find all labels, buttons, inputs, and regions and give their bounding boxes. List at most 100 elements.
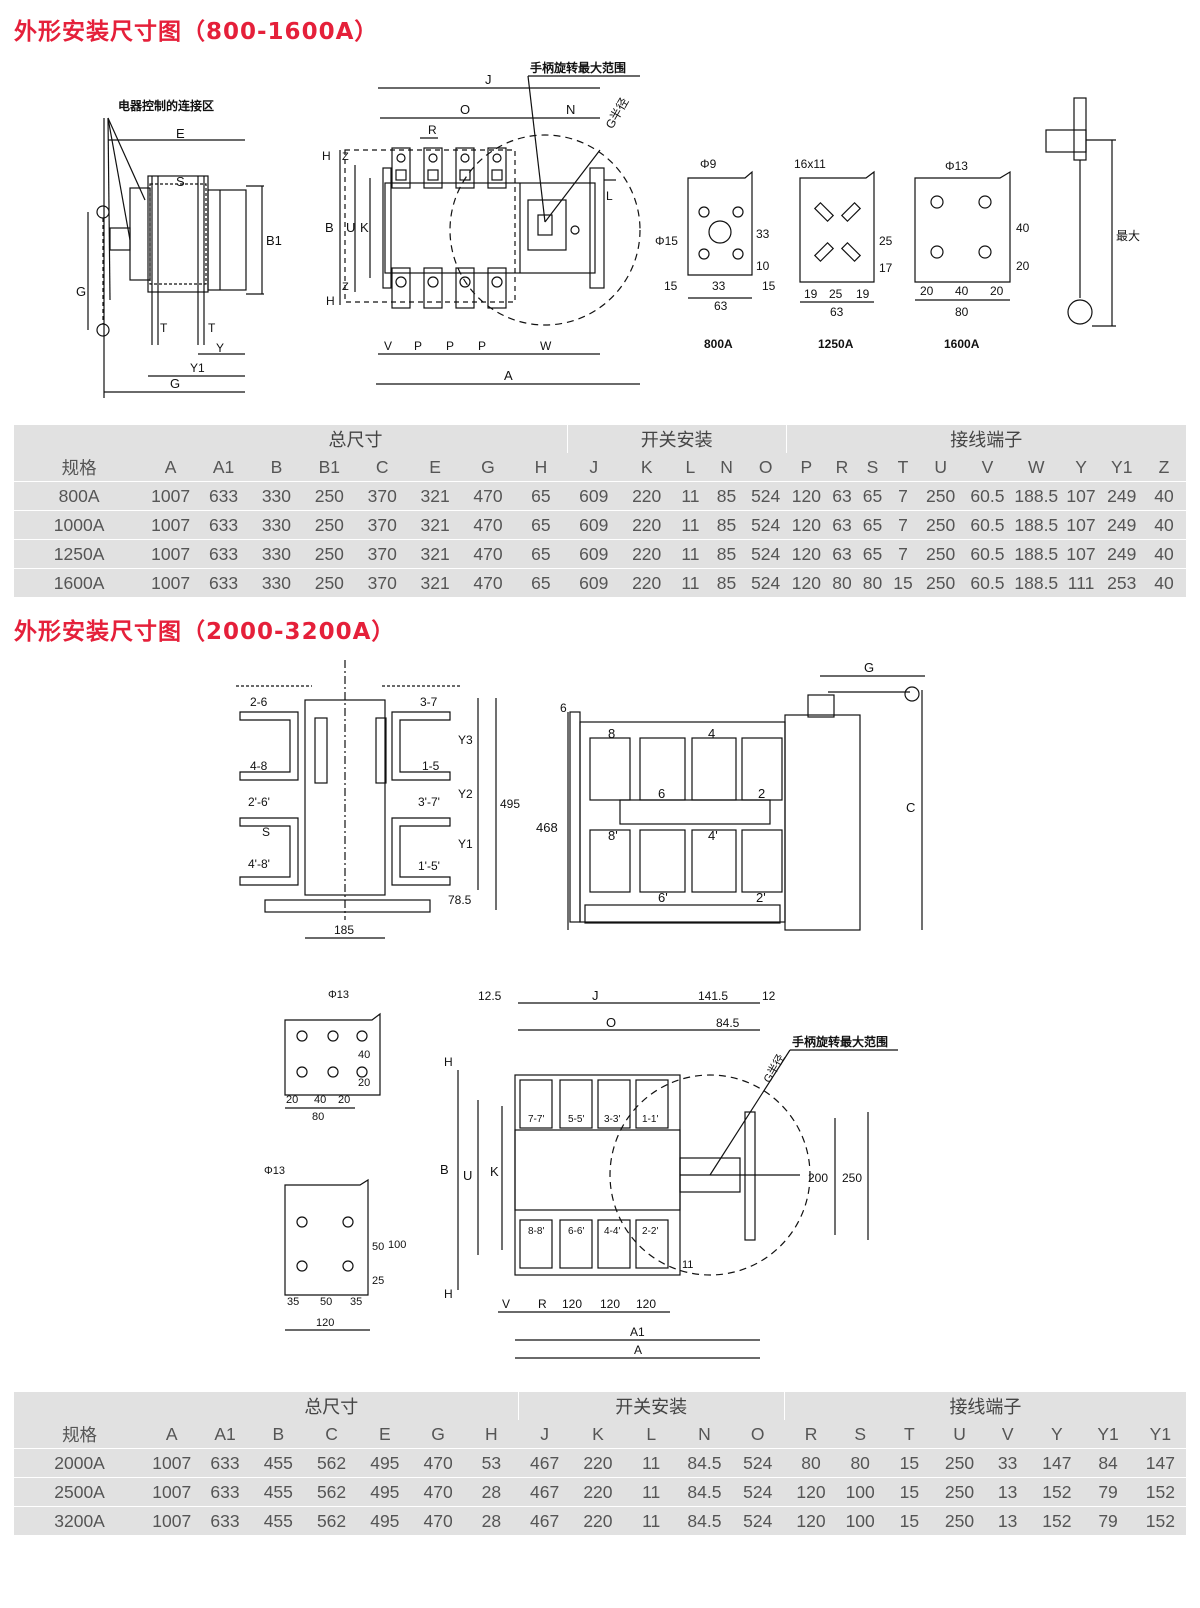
plate-800A-d2: 15: [664, 279, 678, 293]
table-cell: 65: [857, 539, 888, 569]
table-cell: 107: [1060, 510, 1102, 540]
table-cell: 147: [1134, 1448, 1186, 1478]
table-cell: 188.5: [1011, 539, 1061, 569]
table-cell: 84.5: [677, 1477, 732, 1507]
plate-800A-hole: Φ9: [700, 157, 717, 171]
table-cell: 63: [826, 539, 858, 569]
table2-header: R: [804, 1423, 818, 1444]
table2-header: V: [1001, 1423, 1014, 1444]
plate-1600A-d2: 20: [920, 284, 934, 298]
dim-S: S: [176, 174, 185, 189]
plate-2500A-d120: 120: [316, 1317, 334, 1329]
section1-title: 外形安装尺寸图（800-1600A）: [14, 19, 379, 45]
table-cell: 250: [918, 510, 964, 540]
table1-header: Y: [1075, 456, 1087, 477]
table-cell: 28: [464, 1477, 519, 1507]
label-6p: 6': [658, 890, 668, 905]
plate-1600A-d3: 40: [955, 284, 969, 298]
plate-2000A-d40: 40: [358, 1049, 370, 1061]
table-cell: 120: [784, 1477, 838, 1507]
table-cell: 33: [983, 1448, 1033, 1478]
table-cell: 1007: [145, 1448, 199, 1478]
label-4p: 4': [708, 828, 718, 843]
table2-header: N: [698, 1423, 711, 1444]
label-3p-7p: 3'-7': [418, 795, 440, 809]
table-cell: 370: [355, 510, 409, 540]
label-1-5: 1-5: [422, 759, 440, 773]
label-3-7: 3-7: [420, 695, 438, 709]
table2-group-row: 总尺寸 开关安装 接线端子: [14, 1392, 1186, 1420]
table-cell: 188.5: [1011, 481, 1061, 511]
table-cell: 65: [857, 481, 888, 511]
label-4: 4: [708, 726, 715, 741]
table1-group-terminal: 接线端子: [950, 430, 1023, 450]
table-cell: 250: [302, 481, 356, 511]
table-cell: 15: [887, 568, 919, 597]
table2-group-mount: 开关安装: [518, 1392, 785, 1420]
table-cell: 63: [826, 481, 858, 511]
label-7-7p: 7-7': [528, 1114, 544, 1125]
table2-header: A: [165, 1423, 178, 1444]
plate-1250A-d3: 25: [829, 287, 843, 301]
plate-800A-d4: 15: [762, 279, 776, 293]
dim-78-5: 78.5: [448, 893, 472, 907]
table-cell: 40: [1142, 539, 1186, 569]
table-cell: 80: [784, 1448, 838, 1478]
drawing-800-1600A: 电器控制的连接区 E B1 S G T T Y Y1 G 手柄旋转最大范围 J: [76, 60, 1140, 398]
dim-11: 11: [682, 1259, 693, 1271]
dim-141-5: 141.5: [698, 989, 728, 1003]
table-cell: 120: [786, 568, 827, 597]
table-cell: 63: [826, 510, 858, 540]
table-cell: 188.5: [1011, 568, 1061, 597]
table-cell: 3200A: [14, 1506, 146, 1535]
table-cell: 524: [731, 1448, 785, 1478]
table-cell: 633: [198, 1448, 252, 1478]
dim-C: C: [906, 800, 915, 815]
plate-2500A-d50: 50: [372, 1241, 384, 1253]
table-cell: 800A: [14, 481, 145, 511]
table-cell: 152: [1032, 1477, 1082, 1507]
table-cell: 7: [887, 539, 919, 569]
table2-group-terminal: 接线端子: [949, 1397, 1022, 1417]
table1-header: B1: [318, 456, 341, 477]
table-cell: 107: [1060, 481, 1102, 511]
table2-header: B: [272, 1423, 285, 1444]
table-cell: 65: [514, 568, 568, 597]
table-cell: 562: [304, 1477, 359, 1507]
label-2p: 2': [756, 890, 766, 905]
label-6-6p: 6-6': [568, 1226, 584, 1237]
table2-header: Y1: [1149, 1423, 1172, 1444]
table-cell: 562: [304, 1506, 359, 1535]
plate-2500A: Φ13 50 100 25 35 50 35 120: [264, 1165, 406, 1331]
table-cell: 11: [624, 1506, 678, 1535]
table-cell: 633: [198, 1477, 252, 1507]
table-cell: 524: [731, 1477, 785, 1507]
table-cell: 120: [786, 539, 827, 569]
table1-header: Y1: [1111, 456, 1133, 477]
table-cell: 65: [514, 481, 568, 511]
label-2-6: 2-6: [250, 695, 268, 709]
table1-header: C: [375, 456, 389, 477]
table1-header: S: [866, 456, 879, 477]
dim-G: G: [864, 660, 874, 675]
table-cell: 250: [302, 510, 356, 540]
dim-120b: 120: [600, 1297, 620, 1311]
table-cell: 470: [461, 539, 515, 569]
table2-header: G: [431, 1423, 445, 1444]
table-cell: 470: [411, 1506, 465, 1535]
plate-1250A-d2: 19: [804, 287, 818, 301]
table-cell: 609: [567, 568, 621, 597]
dim-Y1: Y1: [458, 837, 473, 851]
label-6: 6: [658, 786, 665, 801]
table-cell: 455: [251, 1448, 305, 1478]
table2-header: O: [750, 1423, 765, 1444]
dim-84-5: 84.5: [716, 1016, 740, 1030]
dim-U-2: U: [463, 1168, 472, 1183]
front-view: 手柄旋转最大范围 J O N G半径 R L H Z B: [322, 60, 641, 385]
plate-1250A: 16x11 25 17 19 25 19 63 1250A: [794, 157, 893, 351]
dim-R: R: [428, 123, 437, 137]
table2-header: 规格: [62, 1424, 98, 1445]
